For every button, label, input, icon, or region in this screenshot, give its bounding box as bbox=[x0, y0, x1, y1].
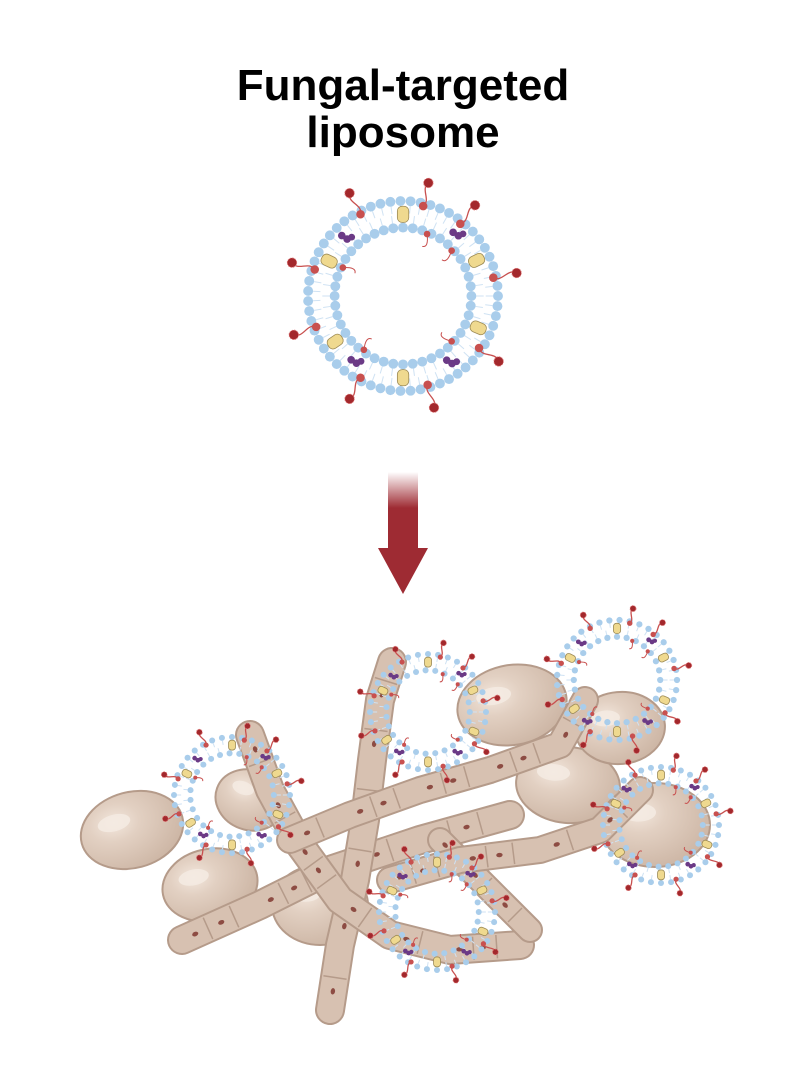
fungal-hyphae-icon bbox=[79, 647, 711, 1025]
bound-liposome-4 bbox=[589, 752, 734, 897]
bound-liposome-2 bbox=[543, 605, 693, 754]
hypha-3 bbox=[235, 720, 535, 965]
bound-liposome-5 bbox=[365, 839, 510, 984]
title-line-2: liposome bbox=[306, 108, 500, 157]
hypha-4 bbox=[276, 686, 599, 854]
bound-liposome-1 bbox=[356, 639, 501, 784]
page-title: Fungal-targeted liposome bbox=[0, 62, 806, 156]
title-line-1: Fungal-targeted bbox=[236, 61, 570, 110]
spore-1 bbox=[79, 789, 185, 871]
liposome-icon bbox=[286, 177, 522, 413]
bound-liposome-3 bbox=[160, 722, 305, 867]
bound-liposomes bbox=[160, 605, 734, 984]
liposome-main bbox=[286, 177, 522, 413]
arrow-down-icon bbox=[378, 472, 428, 594]
